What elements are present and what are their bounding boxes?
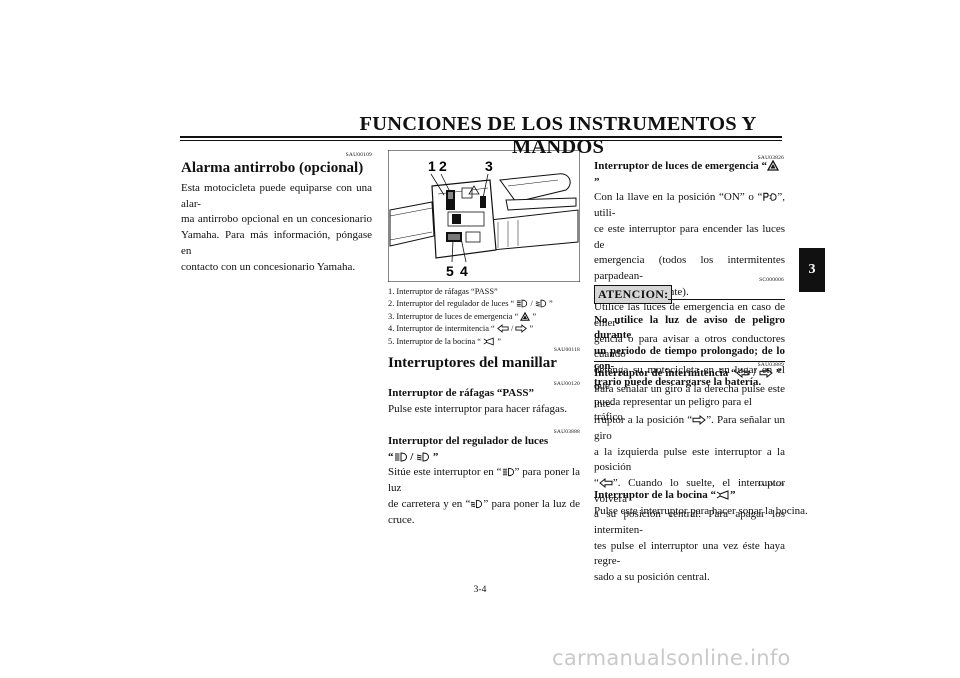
hazard-text-line: Con la llave en la posición “ON” o “”, u… [594,191,785,220]
dimmer-section: Interruptor del regulador de luces “ / ”… [388,434,580,528]
high-beam-icon [502,467,515,477]
antitheft-line: Esta motocicleta puede equiparse con una… [181,182,372,210]
turn-text-line: a su posición central. Para apagar los i… [594,508,785,537]
turn-text-line: rruptor a la posición “”. Para señalar u… [594,414,786,442]
handlebar-switches-heading: Interruptores del manillar [388,355,557,371]
dimmer-text-line: cruce. [388,513,415,526]
hazard-heading: Interruptor de luces de emergencia “ ” [594,159,785,190]
dimmer-text-line: Sitúe este interruptor en “” para poner … [388,466,580,495]
turn-section: Interruptor de intermitencia “ / ” Para … [594,366,785,586]
page-header: FUNCIONES DE LOS INSTRUMENTOS Y MANDOS [359,113,757,158]
figure-label: 5 [446,263,454,279]
section-code-caution: SC000006 [759,277,784,283]
column-1: Alarma antirrobo (opcional) Esta motocic… [181,159,372,275]
handlebar-switch-illustration: 1 2 3 5 4 [388,150,580,282]
high-beam-icon [516,299,528,308]
turn-left-arrow-icon [497,324,509,333]
section-code-hazard: SAU03826 [757,155,784,161]
header-rule-thin [180,140,782,141]
figure-label: 2 [439,158,447,174]
caption-line: 3. Interruptor de luces de emergencia “ … [388,311,537,321]
caution-label-row: ATENCION: [594,285,785,304]
caption-line: 4. Interruptor de intermitencia “ / ” [388,324,534,334]
dimmer-text-line: de carretera y en “” para poner la luz d… [388,497,580,510]
turn-text-line: sado a su posición central. [594,571,710,584]
horn-section: Interruptor de la bocina “” Pulse este i… [594,488,808,519]
turn-text-line: “”. Cuando lo suelte, el interruptor vol… [594,476,785,505]
turn-right-arrow-icon [692,415,706,425]
figure-label: 3 [485,158,493,174]
turn-text-line: a la izquierda pulse este interruptor a … [594,445,785,474]
low-beam-icon [470,499,483,509]
figure-label: 1 [428,158,436,174]
high-beam-icon [394,452,408,462]
horn-icon [483,337,495,346]
low-beam-icon [535,299,547,308]
hazard-triangle-icon [767,160,779,171]
turn-left-arrow-icon [599,478,613,488]
caption-line: 2. Interruptor del regulador de luces “ … [388,299,553,309]
header-rule-thick [180,136,782,139]
section-code-antitheft: SAU00109 [345,152,372,158]
figure-label: 4 [460,263,468,279]
antitheft-line: Yamaha. Para más información, póngase en [181,229,372,257]
section-code-turn: SAU03889 [757,362,784,368]
turn-text-line: tes pulse el interruptor una vez éste ha… [594,539,785,568]
caution-line: un periodo de tiempo prolongado; de lo c… [594,344,785,373]
turn-right-arrow-icon [515,324,527,333]
horn-text: Pulse este interruptor para hacer sonar … [594,504,808,517]
page-number: 3-4 [473,585,487,595]
hazard-text-line: emergencia (todos los intermitentes parp… [594,254,785,282]
watermark: carmanualsonline.info [552,646,791,670]
antitheft-line: ma antirrobo opcional en un concesionari… [181,213,372,226]
dimmer-heading: Interruptor del regulador de luces [388,435,549,447]
parking-light-icon [762,192,777,202]
caution-label-rule [668,299,785,301]
caution-line: trario puede descargarse la batería. [594,375,762,388]
section-code-handlebar: SAU00118 [553,347,580,353]
caption-line: 1. Interruptor de ráfagas “PASS” [388,287,498,296]
chapter-tab: 3 [799,248,825,292]
hazard-text-line: pueda representar un peligro para el trá… [594,395,752,424]
antitheft-line: contacto con un concesionario Yamaha. [181,260,356,273]
pass-heading: Interruptor de ráfagas “PASS” [388,387,534,399]
antitheft-heading: Alarma antirrobo (opcional) [181,160,364,176]
figure-captions: 1. Interruptor de ráfagas “PASS” 2. Inte… [388,286,583,348]
dimmer-heading-icons: “ / ” [388,450,439,463]
turn-left-arrow-icon [736,368,750,378]
hazard-text-line: gencia o para avisar a otros conductores… [594,332,785,361]
low-beam-icon [416,452,430,462]
caution-line: No utilice la luz de aviso de peligro du… [594,314,785,342]
turn-text-line: Para señalar un giro a la derecha pulse … [594,382,785,411]
hazard-section: Interruptor de luces de emergencia “ ” C… [594,159,785,426]
caution-text: No utilice la luz de aviso de peligro du… [594,313,785,390]
pass-text: Pulse este interruptor para hacer ráfaga… [388,402,567,415]
hazard-triangle-icon [520,312,530,321]
section-code-horn: SAU00129 [757,482,784,488]
caution-label: ATENCION: [594,285,673,304]
caption-line: 5. Interruptor de la bocina “ ” [388,336,501,346]
pass-section: Interruptor de ráfagas “PASS” Pulse este… [388,386,580,417]
horn-heading: Interruptor de la bocina “” [594,489,736,501]
hazard-text-line: ce este interruptor para encender las lu… [594,222,785,251]
turn-heading: Interruptor de intermitencia “ / ” [594,367,782,379]
hazard-text-line: Utilice las luces de emergencia en caso … [594,301,785,330]
horn-icon [716,490,730,500]
section-code-dimmer: SAU03888 [553,429,580,435]
section-code-pass: SAU00120 [553,381,580,387]
turn-right-arrow-icon [759,368,773,378]
caution-end-rule [594,361,785,363]
